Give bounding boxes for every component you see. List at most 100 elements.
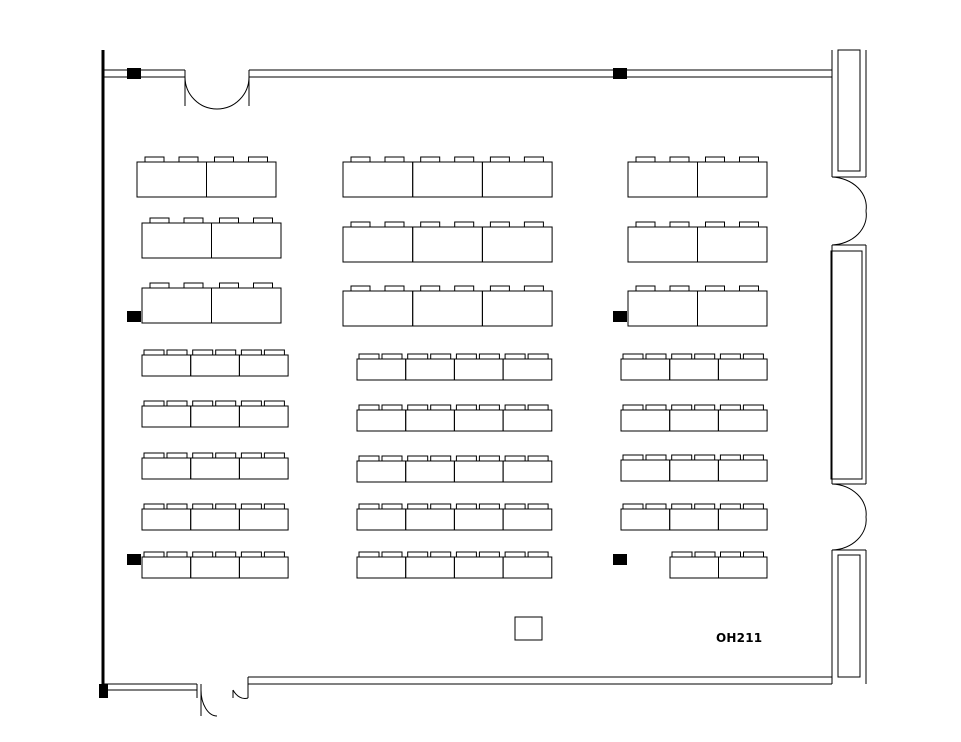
chair[interactable] bbox=[527, 455, 549, 462]
chair[interactable] bbox=[635, 285, 656, 292]
table[interactable] bbox=[141, 457, 192, 480]
chair[interactable] bbox=[455, 551, 477, 558]
chair[interactable] bbox=[143, 400, 165, 407]
chair[interactable] bbox=[178, 156, 199, 163]
chair[interactable] bbox=[694, 551, 716, 558]
table[interactable] bbox=[717, 508, 768, 531]
table[interactable] bbox=[211, 222, 282, 259]
chair[interactable] bbox=[719, 454, 741, 461]
table[interactable] bbox=[190, 508, 240, 531]
table[interactable] bbox=[620, 508, 671, 531]
chair[interactable] bbox=[166, 503, 188, 510]
chair[interactable] bbox=[719, 353, 741, 360]
chair[interactable] bbox=[478, 404, 500, 411]
chair[interactable] bbox=[742, 404, 764, 411]
chair[interactable] bbox=[407, 455, 429, 462]
podium[interactable] bbox=[514, 616, 543, 641]
chair[interactable] bbox=[527, 404, 549, 411]
chair[interactable] bbox=[240, 349, 262, 356]
table[interactable] bbox=[141, 556, 192, 579]
table[interactable] bbox=[669, 508, 719, 531]
table[interactable] bbox=[405, 460, 455, 483]
chair[interactable] bbox=[381, 455, 403, 462]
chair[interactable] bbox=[455, 503, 477, 510]
table[interactable] bbox=[620, 459, 671, 482]
chair[interactable] bbox=[215, 349, 237, 356]
chair[interactable] bbox=[358, 503, 380, 510]
chair[interactable] bbox=[192, 452, 214, 459]
table[interactable] bbox=[453, 460, 504, 483]
table[interactable] bbox=[717, 358, 768, 381]
table[interactable] bbox=[453, 409, 504, 432]
chair[interactable] bbox=[144, 156, 165, 163]
chair[interactable] bbox=[430, 503, 452, 510]
table-group-large[interactable] bbox=[141, 217, 282, 259]
table[interactable] bbox=[141, 508, 192, 531]
chair[interactable] bbox=[358, 455, 380, 462]
chair[interactable] bbox=[645, 353, 667, 360]
chair[interactable] bbox=[489, 156, 510, 163]
chair[interactable] bbox=[358, 353, 380, 360]
chair[interactable] bbox=[407, 503, 429, 510]
table[interactable] bbox=[342, 226, 414, 263]
chair[interactable] bbox=[215, 452, 237, 459]
table[interactable] bbox=[405, 556, 455, 579]
table-group-large[interactable] bbox=[342, 156, 553, 198]
chair[interactable] bbox=[407, 353, 429, 360]
chair[interactable] bbox=[381, 353, 403, 360]
chair[interactable] bbox=[384, 156, 405, 163]
table[interactable] bbox=[697, 161, 768, 198]
chair[interactable] bbox=[430, 404, 452, 411]
chair[interactable] bbox=[192, 400, 214, 407]
table[interactable] bbox=[238, 405, 289, 428]
table[interactable] bbox=[453, 556, 504, 579]
chair[interactable] bbox=[215, 400, 237, 407]
table[interactable] bbox=[405, 409, 455, 432]
chair[interactable] bbox=[430, 455, 452, 462]
chair[interactable] bbox=[143, 349, 165, 356]
chair[interactable] bbox=[253, 282, 273, 289]
chair[interactable] bbox=[263, 503, 285, 510]
table-group-small[interactable] bbox=[620, 353, 768, 381]
table[interactable] bbox=[356, 358, 407, 381]
chair[interactable] bbox=[420, 221, 441, 228]
table[interactable] bbox=[141, 222, 212, 259]
chair[interactable] bbox=[454, 285, 475, 292]
chair[interactable] bbox=[381, 551, 403, 558]
table[interactable] bbox=[481, 226, 553, 263]
chair[interactable] bbox=[671, 353, 693, 360]
chair[interactable] bbox=[384, 221, 405, 228]
table[interactable] bbox=[669, 358, 719, 381]
chair[interactable] bbox=[694, 454, 716, 461]
chair[interactable] bbox=[143, 452, 165, 459]
chair[interactable] bbox=[671, 454, 693, 461]
chair[interactable] bbox=[743, 551, 764, 558]
table[interactable] bbox=[136, 161, 207, 198]
table[interactable] bbox=[141, 405, 192, 428]
chair[interactable] bbox=[705, 221, 725, 228]
chair[interactable] bbox=[523, 156, 544, 163]
table[interactable] bbox=[405, 358, 455, 381]
chair[interactable] bbox=[504, 455, 526, 462]
table-group-large[interactable] bbox=[627, 221, 768, 263]
chair[interactable] bbox=[420, 285, 441, 292]
chair[interactable] bbox=[240, 400, 262, 407]
table-group-small[interactable] bbox=[620, 454, 768, 482]
chair[interactable] bbox=[149, 217, 170, 224]
chair[interactable] bbox=[694, 353, 716, 360]
chair[interactable] bbox=[183, 282, 204, 289]
chair[interactable] bbox=[381, 503, 403, 510]
chair[interactable] bbox=[478, 503, 500, 510]
table[interactable] bbox=[481, 290, 553, 327]
table-group-small[interactable] bbox=[141, 452, 289, 480]
chair[interactable] bbox=[478, 551, 500, 558]
chair[interactable] bbox=[669, 285, 690, 292]
table[interactable] bbox=[356, 556, 407, 579]
chair[interactable] bbox=[719, 503, 741, 510]
chair[interactable] bbox=[669, 221, 690, 228]
chair[interactable] bbox=[694, 404, 716, 411]
chair[interactable] bbox=[215, 503, 237, 510]
table[interactable] bbox=[627, 226, 698, 263]
chair[interactable] bbox=[622, 353, 644, 360]
chair[interactable] bbox=[742, 353, 764, 360]
